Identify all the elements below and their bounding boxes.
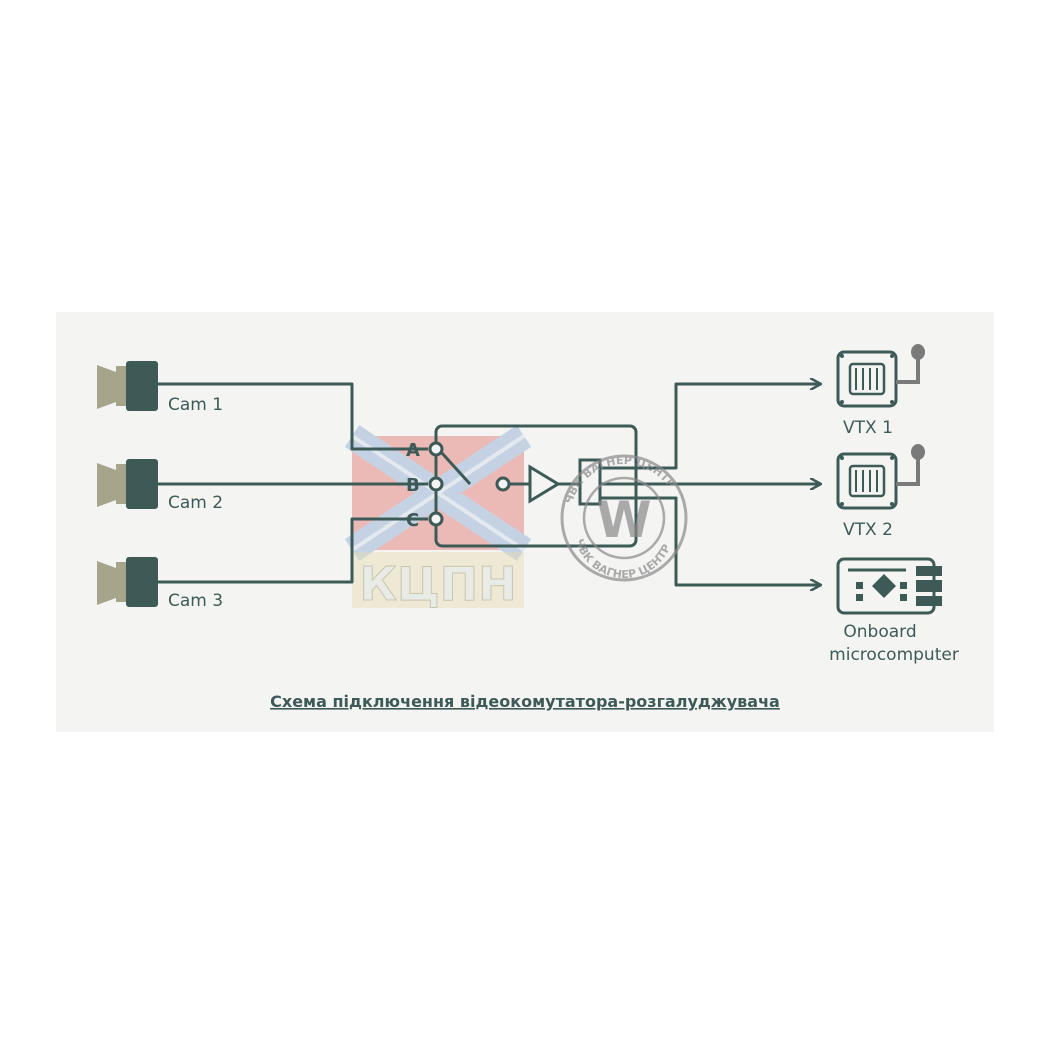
port-b-terminal: [428, 476, 444, 492]
seal-letter: W: [596, 491, 651, 549]
camera-label: Cam 2: [168, 493, 223, 513]
watermark-text: КЦПН: [359, 557, 516, 611]
output-label: VTX 1: [843, 418, 893, 438]
video-transmitter-icon: [836, 444, 925, 510]
wire-out-microcomputer: [600, 496, 820, 585]
port-b-label: B: [406, 475, 420, 496]
switch-common-terminal: [495, 476, 511, 492]
vtx-1: VTX 1: [836, 344, 925, 438]
camera-label: Cam 1: [168, 395, 223, 415]
wire-cam-3: [158, 517, 428, 584]
camera-icon: [97, 557, 158, 607]
output-label-line2: microcomputer: [829, 645, 959, 665]
wire-out-vtx-1: [600, 384, 820, 470]
video-switch: A B C: [406, 424, 638, 548]
camera-label: Cam 3: [168, 591, 223, 611]
port-c-label: C: [406, 510, 419, 531]
camera-1: Cam 1: [97, 361, 223, 415]
port-c-terminal: [428, 511, 444, 527]
camera-3: Cam 3: [97, 557, 223, 611]
microcomputer-board-icon: [836, 557, 942, 615]
port-a-label: A: [406, 440, 420, 461]
onboard-microcomputer: Onboard microcomputer: [829, 557, 959, 665]
watermark-bricks: [352, 552, 524, 608]
camera-2: Cam 2: [97, 459, 223, 513]
switch-lever: [439, 450, 472, 486]
camera-icon: [97, 459, 158, 509]
video-transmitter-icon: [836, 344, 925, 408]
wire-cam-1: [158, 382, 428, 451]
vtx-2: VTX 2: [836, 444, 925, 540]
port-a-terminal: [428, 441, 444, 457]
buffer-amplifier-icon: [528, 464, 561, 504]
diagram-caption: Схема підключення відеокомутатора-розгал…: [270, 692, 780, 711]
output-label: VTX 2: [843, 520, 893, 540]
output-label-line1: Onboard: [843, 622, 916, 642]
splitter-block-icon: [578, 458, 602, 506]
camera-icon: [97, 361, 158, 411]
watermark-seal: ЧВК ВАГНЕР ЦЕНТР ЧВК ВАГНЕР ЦЕНТР W: [560, 454, 688, 582]
